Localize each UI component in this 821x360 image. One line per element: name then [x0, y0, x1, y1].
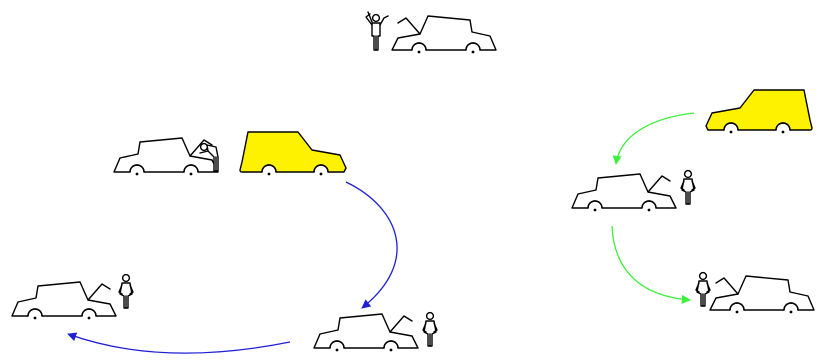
right-middle-scene	[572, 171, 695, 212]
middle-bottom-scene	[314, 313, 437, 352]
open-hood-car-icon	[710, 276, 814, 313]
open-hood-car-icon	[12, 282, 116, 319]
arrow-left-flow-1	[346, 182, 397, 308]
open-hood-car-icon	[572, 174, 676, 211]
arrow-right-flow-1	[616, 113, 694, 164]
left-scene-repair	[114, 132, 346, 175]
standing-person-icon	[119, 275, 133, 308]
open-hood-car-icon	[392, 16, 496, 53]
standing-person-icon	[423, 313, 437, 346]
top-scene	[366, 12, 496, 53]
standing-person-icon	[681, 171, 695, 204]
yellow-car-icon	[240, 132, 346, 175]
left-bottom-scene	[12, 275, 133, 320]
arrow-left-flow-2	[68, 334, 290, 353]
standing-person-icon	[696, 273, 710, 306]
arrow-right-flow-2	[612, 226, 690, 300]
waving-person-icon	[366, 12, 388, 50]
right-bottom-scene	[696, 273, 814, 314]
right-yellow-car-icon	[706, 90, 812, 133]
open-hood-car-icon	[314, 314, 418, 351]
